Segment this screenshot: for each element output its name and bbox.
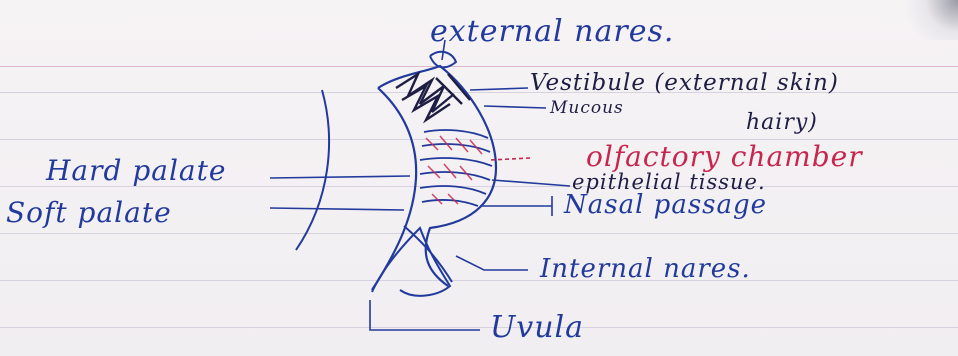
label-mucous: Mucous: [550, 98, 624, 118]
pointer-epithelial: [492, 180, 570, 186]
label-nasal-passage: Nasal passage: [564, 190, 767, 220]
pointer-mucous: [484, 106, 546, 108]
pointer-hard-palate: [270, 176, 410, 178]
bracket-curve: [296, 90, 329, 250]
cavity-inner-wall: [372, 88, 416, 290]
label-soft-palate: Soft palate: [6, 196, 172, 229]
pointer-vestibule: [470, 88, 528, 90]
vestibule-hairs: [396, 74, 470, 120]
pointer-soft-palate: [270, 208, 404, 210]
label-uvula: Uvula: [490, 310, 584, 345]
pointer-uvula: [370, 300, 480, 330]
pointer-nasal-passage: [480, 196, 552, 216]
pointer-lines: [270, 40, 570, 330]
label-external-nares: external nares.: [430, 14, 674, 49]
label-hairy: hairy): [746, 110, 818, 135]
label-internal-nares: Internal nares.: [540, 254, 751, 284]
label-vestibule: Vestibule (external skin): [530, 70, 839, 96]
label-hard-palate: Hard palate: [46, 154, 226, 187]
pointer-internal-nares: [456, 256, 528, 270]
label-olfactory-chamber: olfactory chamber: [586, 140, 863, 173]
